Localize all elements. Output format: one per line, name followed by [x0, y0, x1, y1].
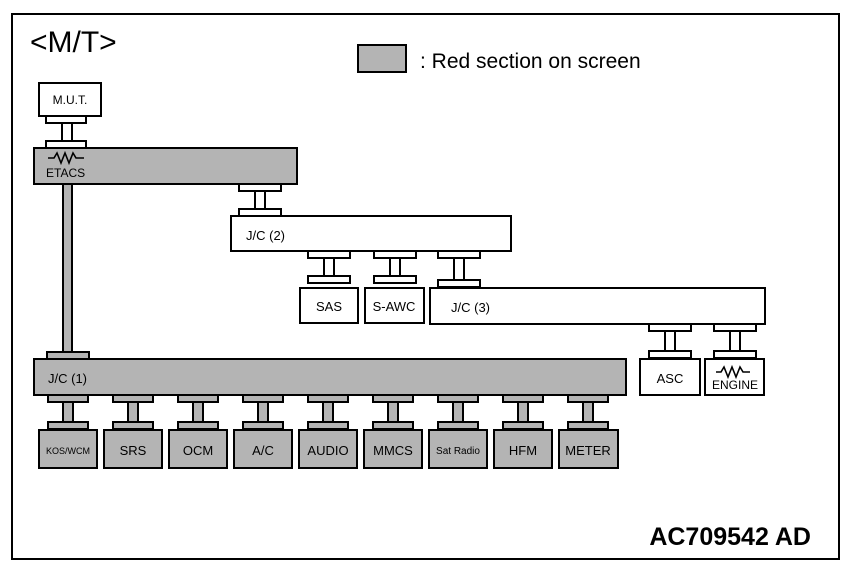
- connector: [437, 250, 481, 259]
- node-engine: [704, 358, 765, 396]
- connector: [713, 323, 757, 332]
- node-etacs-label: ETACS: [46, 166, 85, 180]
- connector-stem: [453, 257, 465, 281]
- node-meter-label: METER: [565, 443, 611, 458]
- resistor-icon: [716, 364, 750, 380]
- connector: [307, 250, 351, 259]
- node-sat-radio-label: Sat Radio: [436, 446, 480, 457]
- node-sas-label: SAS: [316, 299, 342, 314]
- legend-label: : Red section on screen: [420, 50, 641, 73]
- node-mmcs-label: MMCS: [373, 443, 413, 458]
- node-srs: [103, 429, 163, 469]
- connector-stem: [389, 257, 401, 277]
- diagram-title: <M/T>: [30, 26, 117, 59]
- node-sawc: [364, 287, 425, 324]
- connector: [713, 350, 757, 359]
- node-ocm-label: OCM: [183, 443, 213, 458]
- connector: [648, 323, 692, 332]
- connector: [648, 350, 692, 359]
- legend-swatch: [357, 44, 407, 73]
- node-mut-label: M.U.T.: [53, 93, 88, 107]
- connector: [373, 275, 417, 284]
- node-ocm: [168, 429, 228, 469]
- connector-stem: [729, 330, 741, 352]
- connector: [45, 115, 87, 124]
- node-sat-radio: [428, 429, 488, 469]
- node-jc1-label: J/C (1): [48, 371, 87, 386]
- node-jc3-label: J/C (3): [451, 300, 490, 315]
- node-ac: [233, 429, 293, 469]
- connector-stem: [323, 257, 335, 277]
- connector: [307, 275, 351, 284]
- node-sawc-label: S-AWC: [373, 299, 416, 314]
- node-jc1: [33, 358, 627, 396]
- node-engine-label: ENGINE: [712, 378, 758, 392]
- node-audio: [298, 429, 358, 469]
- node-asc-label: ASC: [657, 371, 684, 386]
- jc1-connectors: [47, 394, 609, 430]
- node-ac-label: A/C: [252, 443, 274, 458]
- node-meter: [558, 429, 619, 469]
- node-kos-wcm: [38, 429, 98, 469]
- node-asc: [639, 358, 701, 396]
- node-kos-wcm-label: KOS/WCM: [46, 446, 90, 456]
- node-hfm: [493, 429, 553, 469]
- node-audio-label: AUDIO: [307, 443, 348, 458]
- node-mmcs: [363, 429, 423, 469]
- resistor-icon: [48, 150, 84, 166]
- node-jc2-label: J/C (2): [246, 228, 285, 243]
- connector-stem: [254, 190, 266, 210]
- connector: [238, 208, 282, 217]
- node-jc3: [429, 287, 766, 325]
- connector-stem: [61, 122, 73, 142]
- connector: [373, 250, 417, 259]
- connector-stem: [664, 330, 676, 352]
- bus-line-etacs-jc1: [62, 183, 73, 353]
- connector: [437, 279, 481, 288]
- connector: [238, 183, 282, 192]
- connector: [45, 140, 87, 149]
- node-hfm-label: HFM: [509, 443, 537, 458]
- node-jc2: [230, 215, 512, 252]
- connector: [46, 351, 90, 360]
- node-srs-label: SRS: [120, 443, 147, 458]
- node-etacs: [33, 147, 298, 185]
- figure-id: AC709542 AD: [649, 523, 811, 551]
- node-sas: [299, 287, 359, 324]
